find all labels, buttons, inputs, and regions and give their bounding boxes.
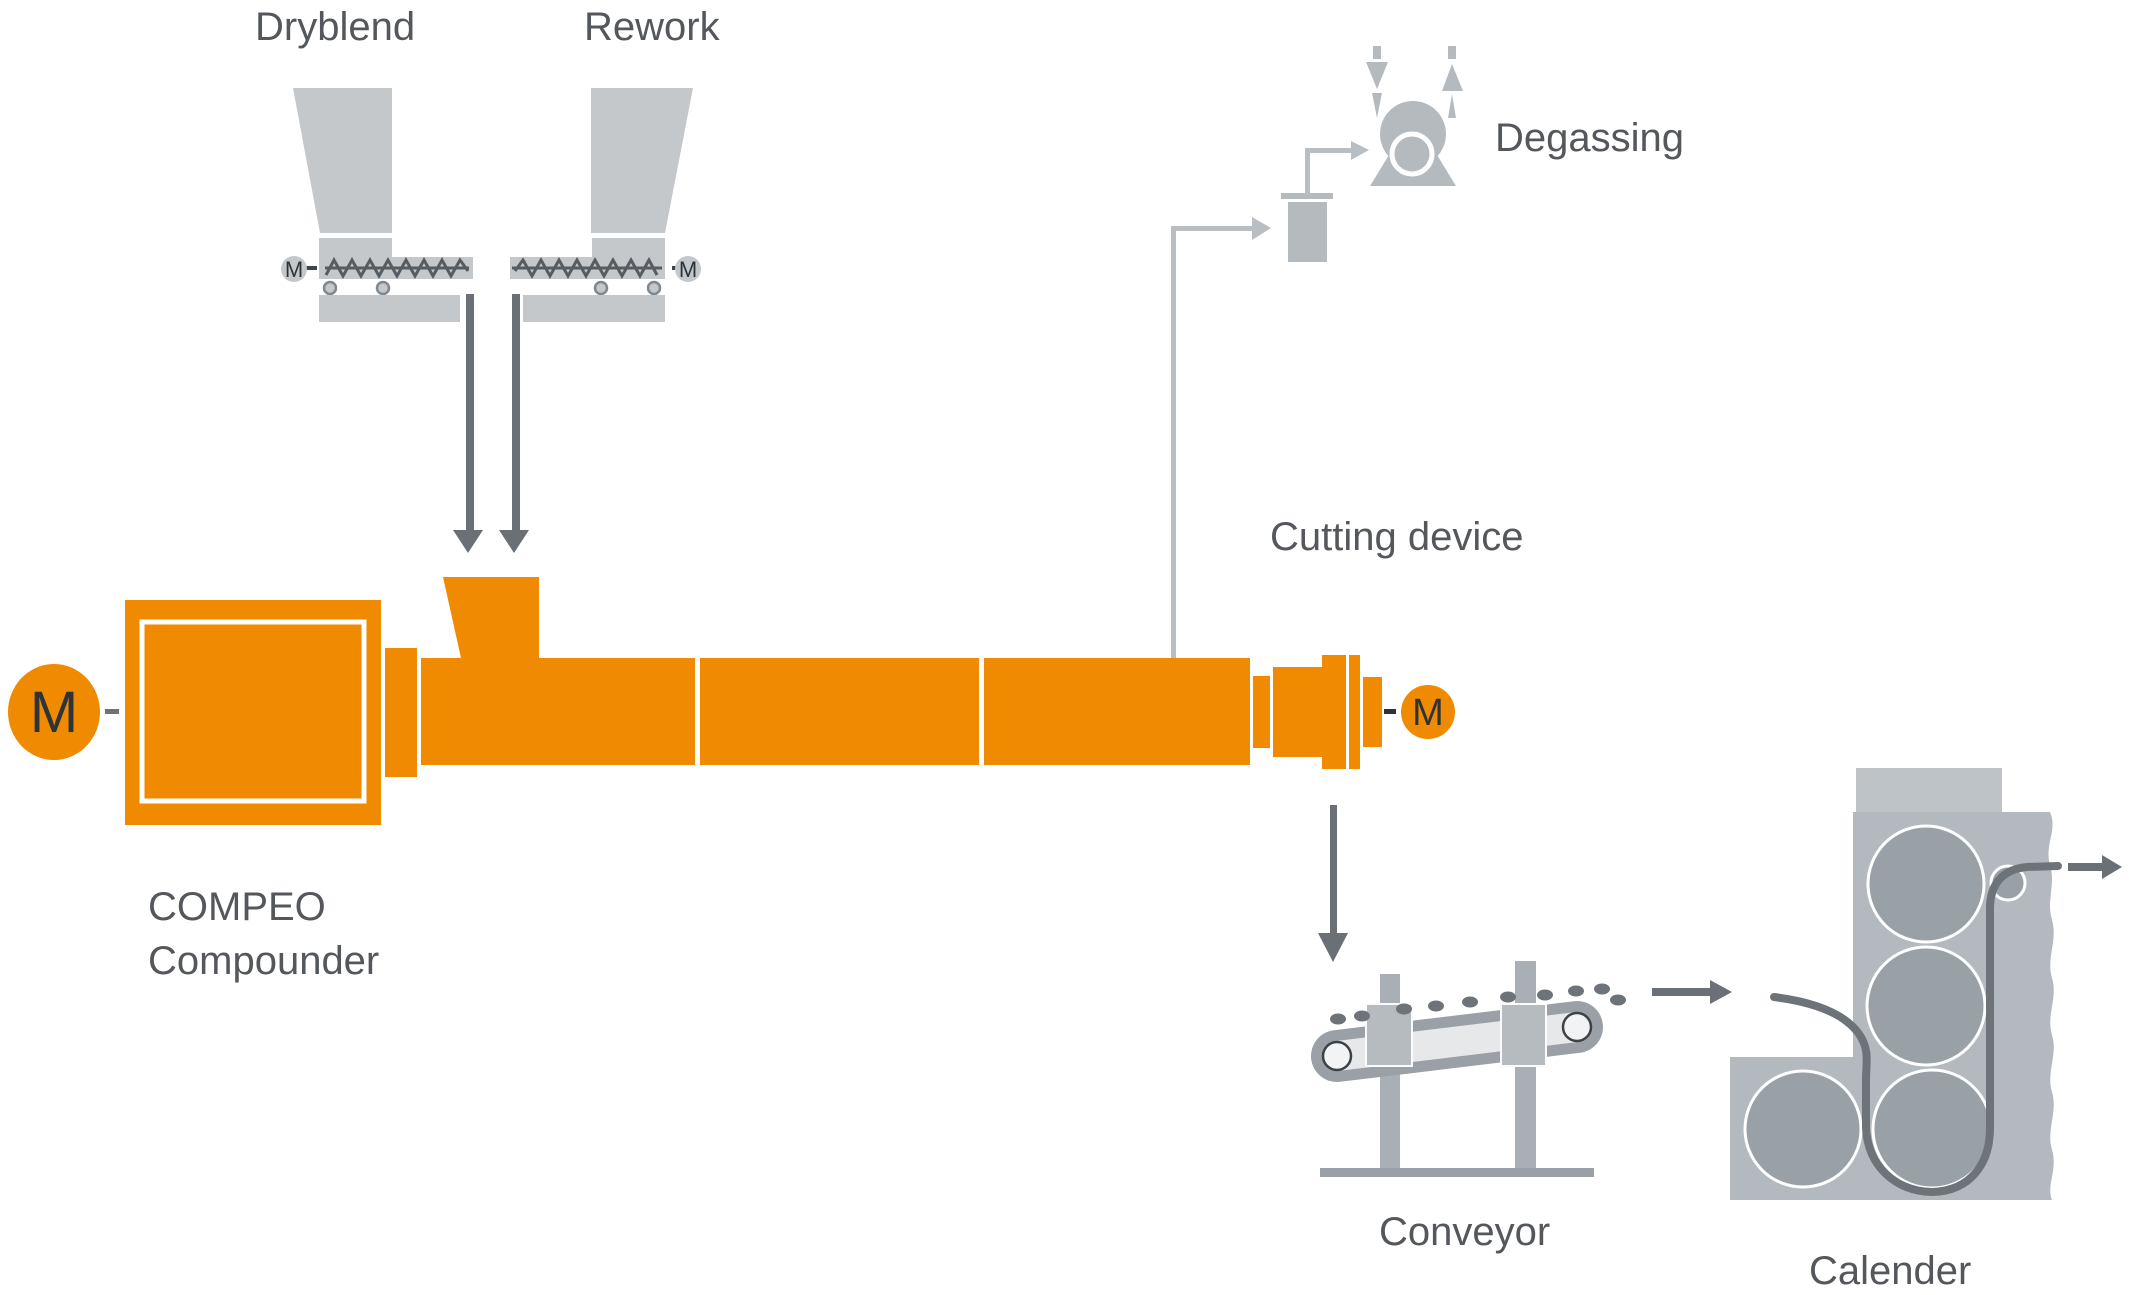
calender-roll-icon — [1866, 824, 1986, 944]
calender-roll-icon — [1865, 945, 1987, 1067]
pump-down-arrow-icon — [1366, 62, 1388, 89]
rework-hopper — [591, 88, 693, 233]
vacuum-line-arrow-icon — [1252, 217, 1271, 240]
pump-down-arrow-tail — [1372, 93, 1382, 118]
rework-feed-pipe — [512, 294, 520, 532]
dryblend-housing — [319, 238, 392, 260]
conveyor-roller-icon — [1321, 1040, 1353, 1072]
pump-rotor-icon — [1389, 131, 1435, 177]
pellets-icon — [1330, 983, 1626, 1025]
pump-line-vertical — [1305, 150, 1310, 195]
calender-roll-icon — [1743, 1069, 1863, 1189]
dryblend-motor-label: M — [285, 257, 303, 282]
dryblend-base — [319, 295, 460, 322]
cutter-hub — [1363, 677, 1382, 747]
cutter-motor-link — [1384, 709, 1396, 714]
conveyor: Conveyor — [1311, 961, 1626, 1254]
main-motor-icon — [8, 664, 100, 760]
rework-motor-icon — [675, 256, 701, 282]
barrel-joint — [979, 658, 984, 765]
calender-cap — [1856, 768, 2002, 812]
gearbox-panel — [139, 619, 367, 804]
die-flange — [1322, 655, 1346, 769]
dryblend-label: Dryblend — [255, 5, 415, 49]
cutting-device-label: Cutting device — [1270, 515, 1523, 559]
vacuum-line-horizontal — [1171, 226, 1252, 231]
degassing-unit: Degassing — [1171, 46, 1684, 658]
shaft-coupling — [385, 648, 417, 777]
main-motor-label: M — [30, 680, 78, 745]
dryblend-screw-icon — [324, 256, 470, 280]
cutting-device: Cutting device — [1270, 515, 1523, 962]
sheet-exit-arrow-shaft — [2068, 863, 2102, 871]
rework-wheel-icon — [646, 280, 662, 296]
compeo-compounder: M M COMPEO Compounder — [8, 577, 1455, 983]
cutter-motor-label: M — [1412, 692, 1444, 734]
conveyor-label: Conveyor — [1379, 1210, 1550, 1254]
conveyor-bracket — [1500, 1003, 1547, 1067]
conveyor-roller-icon — [1561, 1011, 1593, 1043]
condenser-body — [1288, 202, 1327, 262]
degassing-label: Degassing — [1495, 116, 1684, 160]
compounder-name-line2: Compounder — [148, 939, 379, 983]
pump-up-arrow-icon — [1442, 64, 1463, 91]
die-block — [1273, 667, 1323, 757]
extruder-barrel — [421, 658, 1250, 765]
dryblend-wheel-icon — [322, 280, 338, 296]
dryblend-feed-arrow-icon — [453, 530, 483, 553]
compounder-name-line1: COMPEO — [148, 885, 326, 929]
condenser-cap — [1281, 193, 1333, 199]
feed-hopper — [443, 577, 539, 658]
sheet-exit-arrow-icon — [2102, 855, 2122, 879]
pump-up-arrow-tail — [1448, 94, 1456, 118]
main-motor-link — [105, 709, 119, 714]
conveyor-to-calender-arrow — [1652, 980, 1732, 1004]
rework-feed-arrow-icon — [499, 530, 529, 553]
vacuum-line-vertical — [1171, 226, 1176, 658]
rework-housing — [592, 238, 665, 260]
pellet-drop-arrow-icon — [1318, 933, 1348, 962]
dryblend-feeder: Dryblend M — [255, 5, 483, 553]
transfer-arrow-icon — [1710, 980, 1732, 1004]
rework-motor-label: M — [679, 257, 697, 282]
gearbox — [125, 600, 381, 825]
rework-screw-icon — [513, 256, 659, 280]
dryblend-motor-link — [306, 266, 317, 270]
rework-label: Rework — [584, 5, 721, 49]
transfer-arrow-shaft — [1652, 988, 1710, 996]
pump-down-arrow-dash — [1373, 46, 1381, 59]
dryblend-motor-icon — [281, 256, 307, 282]
dryblend-hopper — [293, 88, 392, 233]
calender-label: Calender — [1809, 1249, 1971, 1293]
conveyor-base — [1320, 1168, 1594, 1177]
pump-line-arrow-icon — [1351, 141, 1369, 160]
rework-feeder: Rework M — [499, 5, 721, 553]
die-step — [1253, 676, 1270, 748]
dryblend-wheel-icon — [375, 280, 391, 296]
sheet-path — [1770, 862, 2062, 1196]
cutter-motor-icon — [1401, 685, 1455, 739]
calender: Calender — [1730, 768, 2122, 1293]
die-plate — [1349, 655, 1360, 769]
pump-up-arrow-dash — [1448, 46, 1456, 59]
barrel-joint — [695, 658, 700, 765]
dryblend-feed-pipe — [466, 294, 474, 532]
rework-base — [523, 295, 665, 322]
pump-line-horizontal — [1305, 148, 1351, 153]
pellet-drop-line — [1330, 805, 1337, 935]
rework-wheel-icon — [593, 280, 609, 296]
